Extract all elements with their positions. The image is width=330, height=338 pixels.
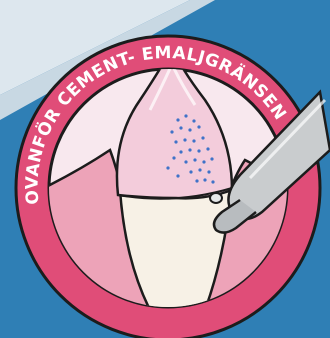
illustration-canvas: OVANFÖR CEMENT- EMALJGRÄNSEN: [0, 0, 330, 338]
dental-illustration: OVANFÖR CEMENT- EMALJGRÄNSEN: [0, 0, 330, 338]
